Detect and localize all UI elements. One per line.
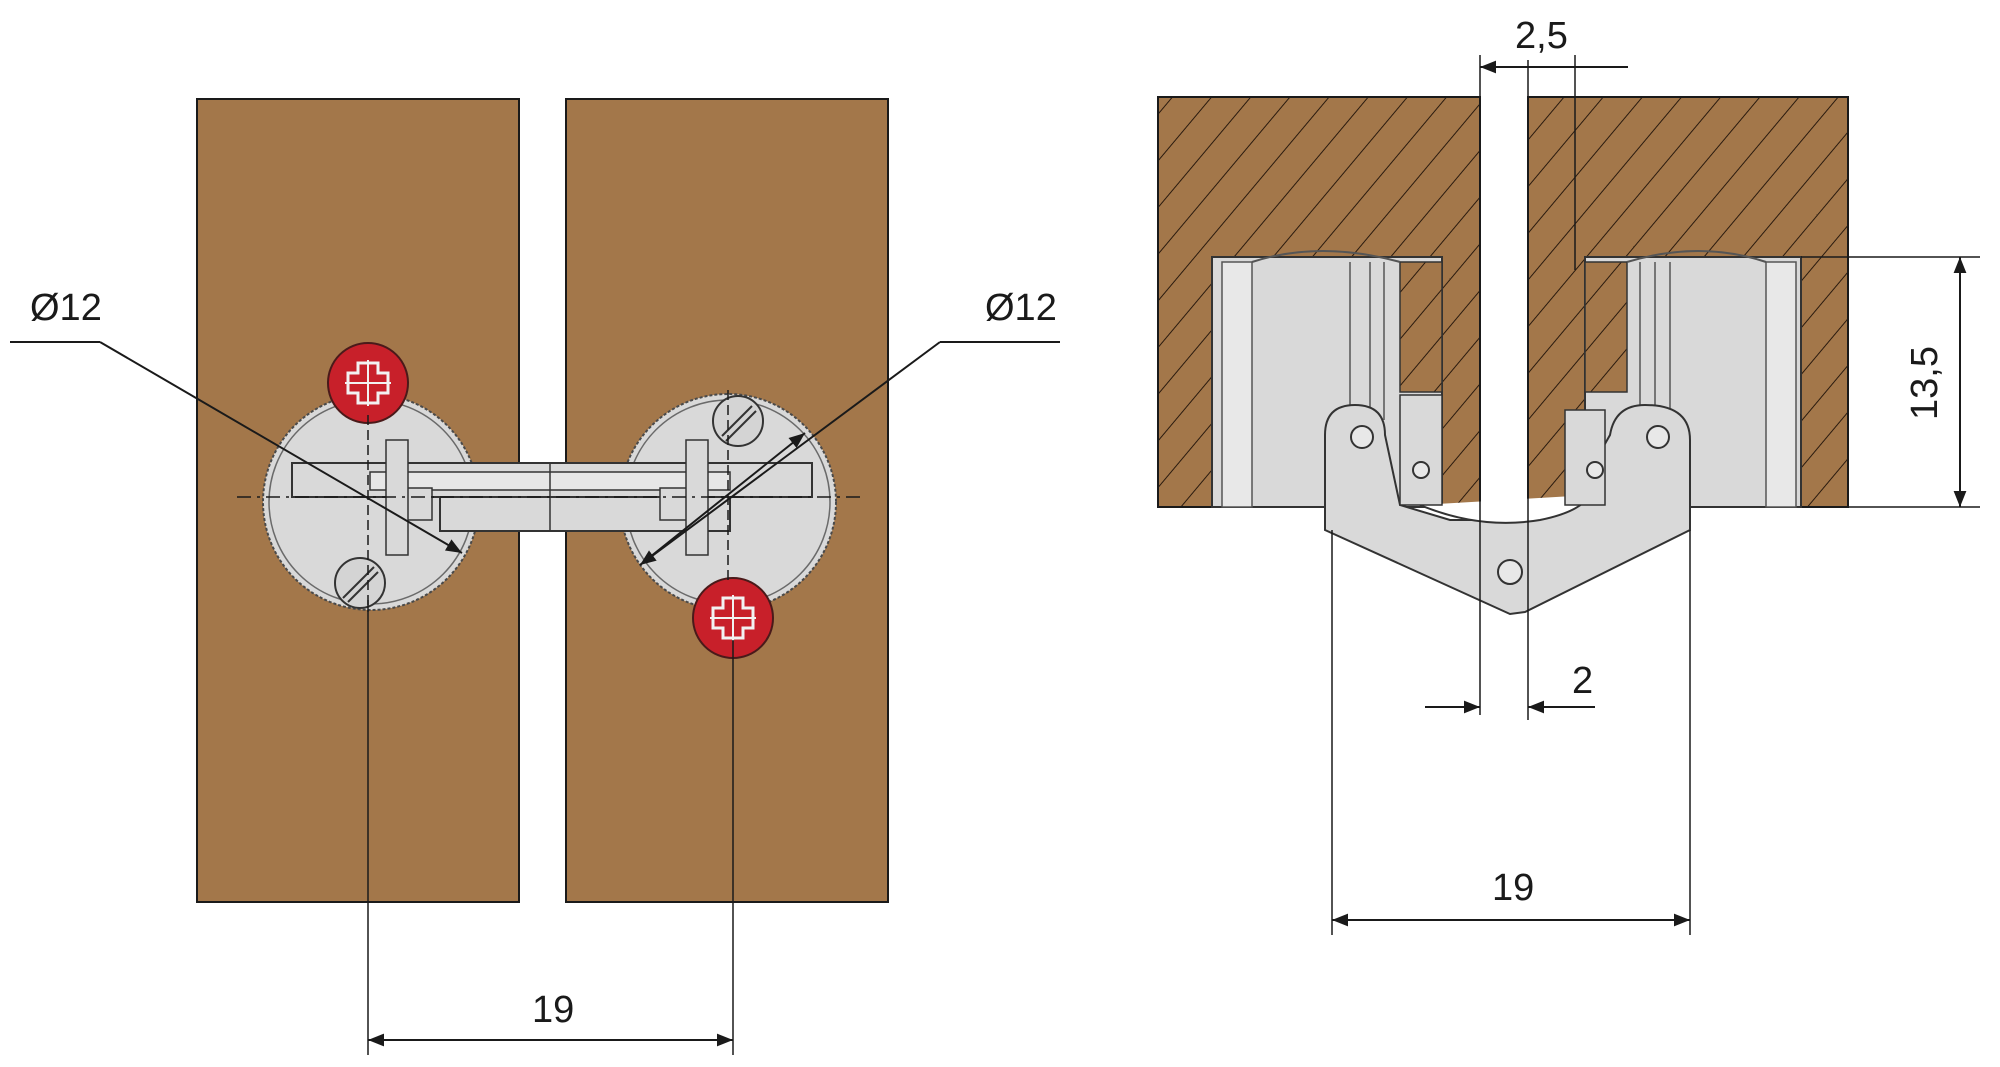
red-screw-top-left [327,342,409,424]
front-view: Ø12 Ø12 19 [10,98,1060,1055]
gap-top-dimension: 2,5 [1479,15,1628,97]
screw-spacing-label: 19 [532,989,574,1031]
pivot-pin-icon [1497,559,1523,585]
hinge-linkage [1324,394,1691,616]
diameter-dimension-right: Ø12 [639,287,1060,566]
hinge-body-left [262,393,480,611]
pivot-pin-icon [1412,461,1430,479]
pivot-pin-icon [1350,425,1374,449]
gap-top-label: 2,5 [1515,15,1568,57]
width-label: 19 [1492,867,1534,909]
diameter-label-left: Ø12 [30,287,102,329]
hinge-arm [291,439,813,556]
slotted-screw-icon [334,557,386,609]
depth-label: 13,5 [1904,346,1946,420]
gap-bottom-label: 2 [1572,660,1593,702]
width-dimension: 19 [1331,530,1691,935]
pivot-pin-icon [1646,425,1670,449]
section-view: 2,5 2 13,5 19 [1157,15,1980,935]
diameter-label-right: Ø12 [985,287,1057,329]
diameter-dimension-left: Ø12 [10,287,463,554]
red-screw-bottom-right [692,577,774,659]
depth-dimension: 13,5 [1801,256,1980,508]
gap-bottom-dimension: 2 [1425,600,1595,715]
pivot-pin-icon [1586,461,1604,479]
screw-spacing-dimension: 19 [367,600,734,1055]
